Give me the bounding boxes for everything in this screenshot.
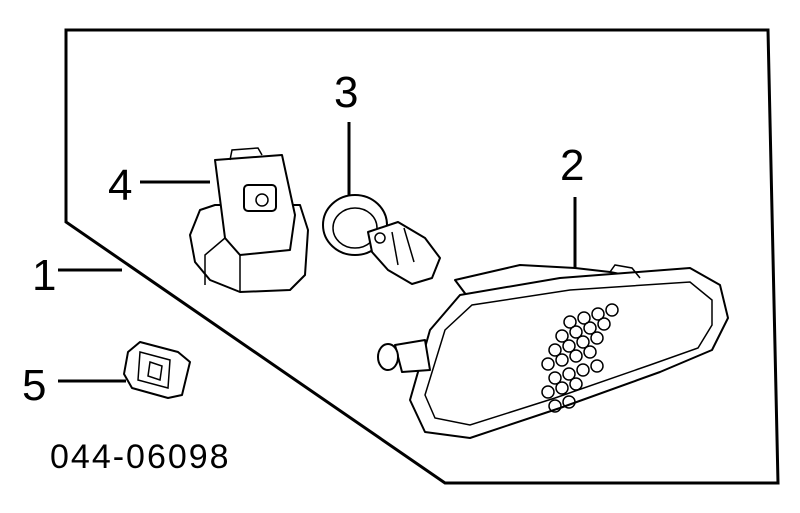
honeycomb-pattern bbox=[541, 303, 619, 413]
callout-3: 3 bbox=[334, 68, 358, 117]
callout-4: 4 bbox=[108, 161, 132, 210]
part-number: 044-06098 bbox=[50, 438, 231, 476]
assembly-outline bbox=[64, 28, 780, 485]
clip-nut-part bbox=[123, 341, 191, 399]
bulb-part bbox=[322, 194, 441, 285]
side-marker-lamp-part bbox=[377, 264, 729, 439]
callout-1: 1 bbox=[32, 251, 56, 300]
callout-5: 5 bbox=[22, 361, 46, 410]
callout-2: 2 bbox=[560, 141, 584, 190]
socket-part bbox=[189, 147, 309, 293]
